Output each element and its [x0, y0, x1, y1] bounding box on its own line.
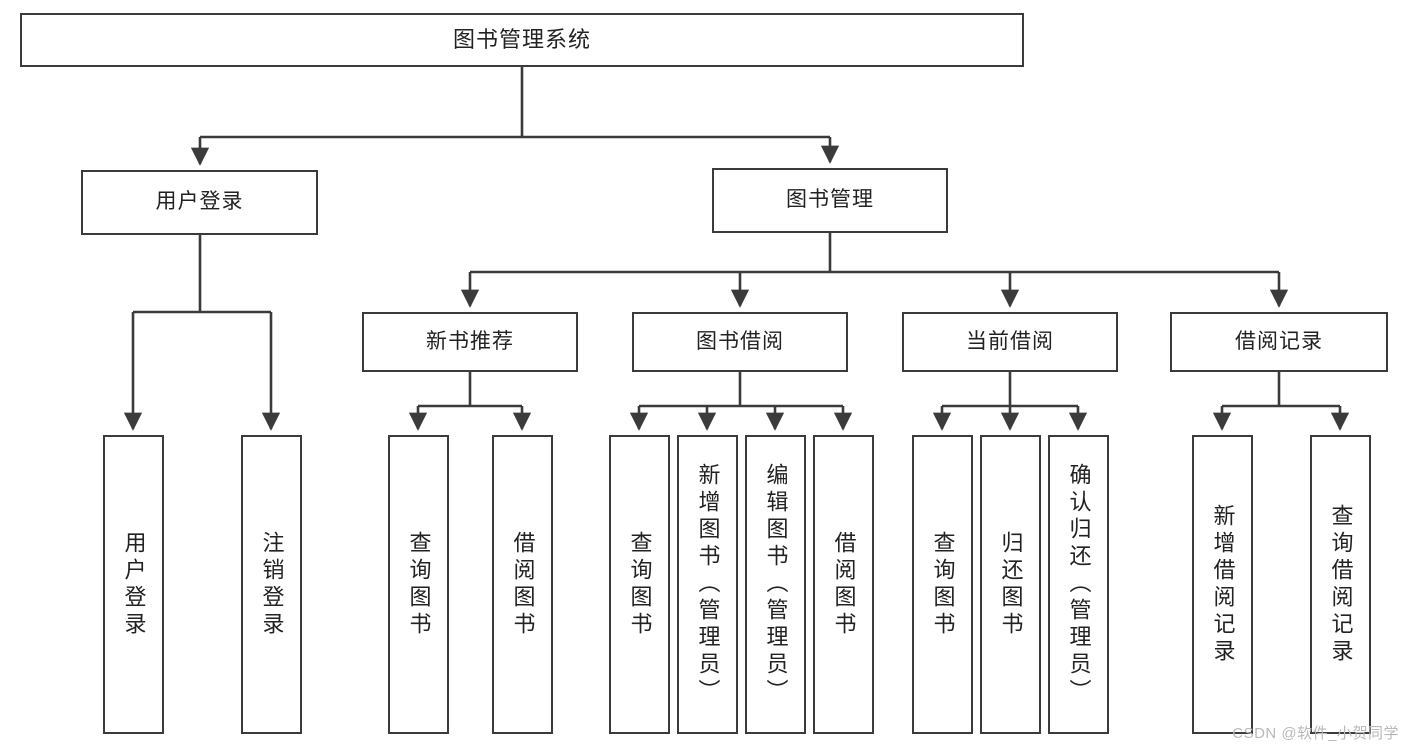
node-borrow-record-label: 借阅记录 — [1235, 329, 1323, 353]
node-root-label: 图书管理系统 — [452, 27, 591, 53]
node-leaf-borrow-book-1-label: 借阅图书 — [510, 530, 536, 639]
node-leaf-user-login[interactable]: 用户登录 — [103, 435, 164, 734]
node-leaf-user-login-label: 用户登录 — [121, 530, 147, 639]
node-leaf-query-book-3[interactable]: 查询图书 — [912, 435, 973, 734]
node-leaf-borrow-book-2-label: 借阅图书 — [831, 530, 857, 639]
node-leaf-query-book-1[interactable]: 查询图书 — [388, 435, 449, 734]
node-leaf-confirm-return[interactable]: 确认归还（管理员） — [1048, 435, 1109, 734]
node-book-borrow-label: 图书借阅 — [696, 329, 784, 353]
node-leaf-add-record[interactable]: 新增借阅记录 — [1192, 435, 1253, 734]
node-leaf-return-book-label: 归还图书 — [998, 530, 1024, 639]
node-leaf-query-book-1-label: 查询图书 — [406, 530, 432, 639]
node-leaf-add-book[interactable]: 新增图书（管理员） — [677, 435, 738, 734]
node-current-borrow[interactable]: 当前借阅 — [902, 312, 1118, 372]
node-book-borrow[interactable]: 图书借阅 — [632, 312, 848, 372]
node-leaf-query-record[interactable]: 查询借阅记录 — [1310, 435, 1371, 734]
node-leaf-borrow-book-1[interactable]: 借阅图书 — [492, 435, 553, 734]
node-borrow-record[interactable]: 借阅记录 — [1170, 312, 1388, 372]
node-leaf-edit-book-label: 编辑图书（管理员） — [763, 463, 789, 706]
node-new-book-rec[interactable]: 新书推荐 — [362, 312, 578, 372]
node-leaf-return-book[interactable]: 归还图书 — [980, 435, 1041, 734]
node-leaf-query-book-3-label: 查询图书 — [930, 530, 956, 639]
node-leaf-add-book-label: 新增图书（管理员） — [695, 463, 721, 706]
node-root[interactable]: 图书管理系统 — [20, 13, 1024, 67]
node-user-login[interactable]: 用户登录 — [81, 170, 318, 235]
node-leaf-query-book-2[interactable]: 查询图书 — [609, 435, 670, 734]
node-leaf-query-book-2-label: 查询图书 — [627, 530, 653, 639]
csdn-watermark: CSDN @软件_小贺同学 — [1232, 725, 1399, 742]
node-leaf-logout-label: 注销登录 — [259, 530, 285, 639]
node-book-manage-label: 图书管理 — [786, 188, 874, 212]
node-leaf-logout[interactable]: 注销登录 — [241, 435, 302, 734]
node-leaf-edit-book[interactable]: 编辑图书（管理员） — [745, 435, 806, 734]
node-leaf-confirm-return-label: 确认归还（管理员） — [1066, 463, 1092, 706]
node-current-borrow-label: 当前借阅 — [966, 329, 1054, 353]
node-leaf-add-record-label: 新增借阅记录 — [1210, 503, 1236, 666]
node-leaf-borrow-book-2[interactable]: 借阅图书 — [813, 435, 874, 734]
node-user-login-label: 用户登录 — [155, 190, 244, 214]
node-leaf-query-record-label: 查询借阅记录 — [1328, 503, 1354, 666]
node-new-book-rec-label: 新书推荐 — [426, 329, 514, 353]
node-book-manage[interactable]: 图书管理 — [712, 168, 948, 233]
